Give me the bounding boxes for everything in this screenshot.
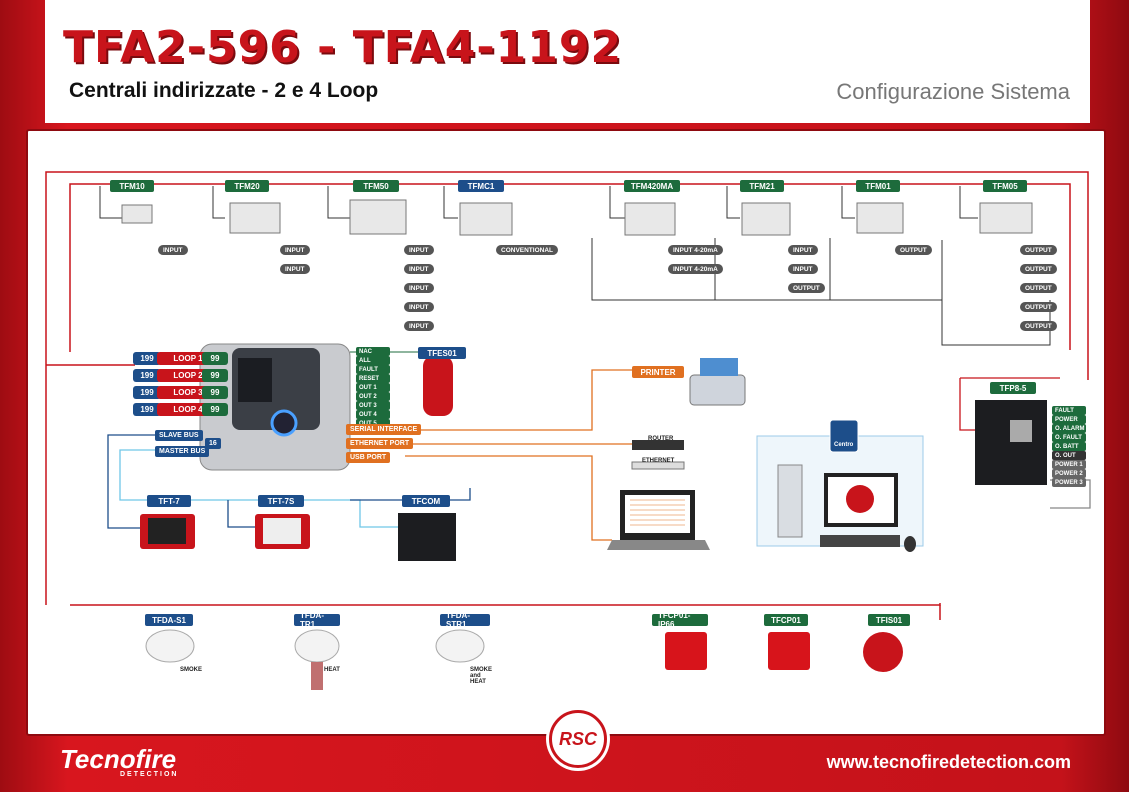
tag-tfmc1: TFMC1 [458,180,504,192]
detector-type: HEAT [324,667,340,673]
io-label: INPUT [158,245,188,255]
ethernet-label: ETHERNET [642,458,675,464]
tfp-output: POWER 1 [1052,460,1086,469]
master-bus-label: MASTER BUS [155,446,210,457]
io-label: INPUT 4-20mA [668,245,723,255]
tfcom-box [398,513,456,561]
tag-tfcp01: TFCP01 [764,614,808,626]
power-supply-cabinet [975,400,1047,485]
io-label: INPUT [404,283,434,293]
tag-tft7: TFT-7 [147,495,191,507]
page-title: TFA2-596 - TFA4-1192 [63,22,623,73]
detector-type: SMOKE [180,667,203,673]
tag-tfda-s1: TFDA-S1 [145,614,193,626]
tag-tfis01: TFIS01 [868,614,910,626]
header: TFA2-596 - TFA4-1192 Centrali indirizzat… [45,0,1090,123]
page-subtitle: Centrali indirizzate - 2 e 4 Loop [69,79,379,102]
brand-name: Tecnofire [60,744,177,774]
panel-output: OUT 1 [356,383,390,392]
master-bus-count: 16 [205,438,221,449]
loop-4-count: 199 [133,403,161,416]
tag-tfm01: TFM01 [856,180,900,192]
io-label: OUTPUT [1020,264,1057,274]
brand-logo: Tecnofire DETECTION [60,744,178,778]
loop-2-modules: 99 [202,369,228,382]
printer-device [689,374,746,406]
slave-bus-label: SLAVE BUS [155,430,203,441]
io-label: OUTPUT [1020,283,1057,293]
tfp-output: POWER [1052,415,1086,424]
panel-output: FAULT [356,365,390,374]
panel-output: ALL [356,356,390,365]
brand-sub: DETECTION [120,771,179,778]
loop-1-count: 199 [133,352,161,365]
tag-tfm50: TFM50 [353,180,399,192]
tag-tfcp01-ip66: TFCP01-IP66 [652,611,708,629]
loop-1-modules: 99 [202,352,228,365]
io-label: INPUT [280,264,310,274]
panel-output: OUT 2 [356,392,390,401]
tag-tfda-tr1: TFDA-TR1 [294,611,340,629]
rsc-logo-text: RSC [558,728,597,749]
panel-output: NAC [356,347,390,356]
siren-device [423,356,453,416]
loop-4-modules: 99 [202,403,228,416]
detector-type: SMOKE and HEAT [470,667,493,685]
io-label: OUTPUT [1020,245,1057,255]
io-label: INPUT [788,264,818,274]
loop-2-count: 199 [133,369,161,382]
loop-3-modules: 99 [202,386,228,399]
io-label: INPUT 4-20mA [668,264,723,274]
io-label: OUTPUT [1020,321,1057,331]
tag-tfp8-5: TFP8-5 [990,382,1036,394]
laptop-device [607,490,710,550]
tag-tfm10: TFM10 [110,180,154,192]
tag-printer: PRINTER [632,366,684,378]
website-link[interactable]: www.tecnofiredetection.com [826,752,1071,772]
tfp-output: O. OUT [1052,451,1086,460]
usb-port-label: USB PORT [346,452,391,463]
ethernet-port-label: ETHERNET PORT [346,438,414,449]
detectors [145,629,903,690]
section-title: Configurazione Sistema [836,79,1070,104]
panel-output: OUT 4 [356,410,390,419]
loop-wiring [45,171,1089,620]
tag-tfm420ma: TFM420MA [624,180,680,192]
tfp-output: POWER 2 [1052,469,1086,478]
tag-tfcom: TFCOM [402,495,450,507]
pc-station [756,419,924,552]
io-label: OUTPUT [895,245,932,255]
io-label: CONVENTIONAL [496,245,558,255]
tfp-output: POWER 3 [1052,478,1086,487]
tfp-output: O. FAULT [1052,433,1086,442]
tag-tfm05: TFM05 [983,180,1027,192]
io-label: INPUT [404,302,434,312]
centro-label: Centro [834,442,854,448]
io-label: OUTPUT [1020,302,1057,312]
io-label: OUTPUT [788,283,825,293]
tfp-output: FAULT [1052,406,1086,415]
module-boards [121,199,1033,236]
panel-output: RESET [356,374,390,383]
tag-tfm20: TFM20 [225,180,269,192]
rsc-logo: RSC [549,710,607,768]
router-label: ROUTER [648,436,674,442]
loop-3-count: 199 [133,386,161,399]
control-panel [199,343,351,471]
io-label: INPUT [404,264,434,274]
io-label: INPUT [404,245,434,255]
panel-output: OUT 5 [356,419,390,428]
tag-tfes01: TFES01 [418,347,466,359]
tag-tft7s: TFT-7S [258,495,304,507]
io-label: INPUT [788,245,818,255]
tfp-output: O. BATT [1052,442,1086,451]
tag-tfm21: TFM21 [740,180,784,192]
io-label: INPUT [280,245,310,255]
io-label: INPUT [404,321,434,331]
tfp-output: O. ALARM [1052,424,1086,433]
panel-output: OUT 3 [356,401,390,410]
serial-port-label: SERIAL INTERFACE [346,424,422,435]
tag-tfda-str1: TFDA-STR1 [440,611,490,629]
